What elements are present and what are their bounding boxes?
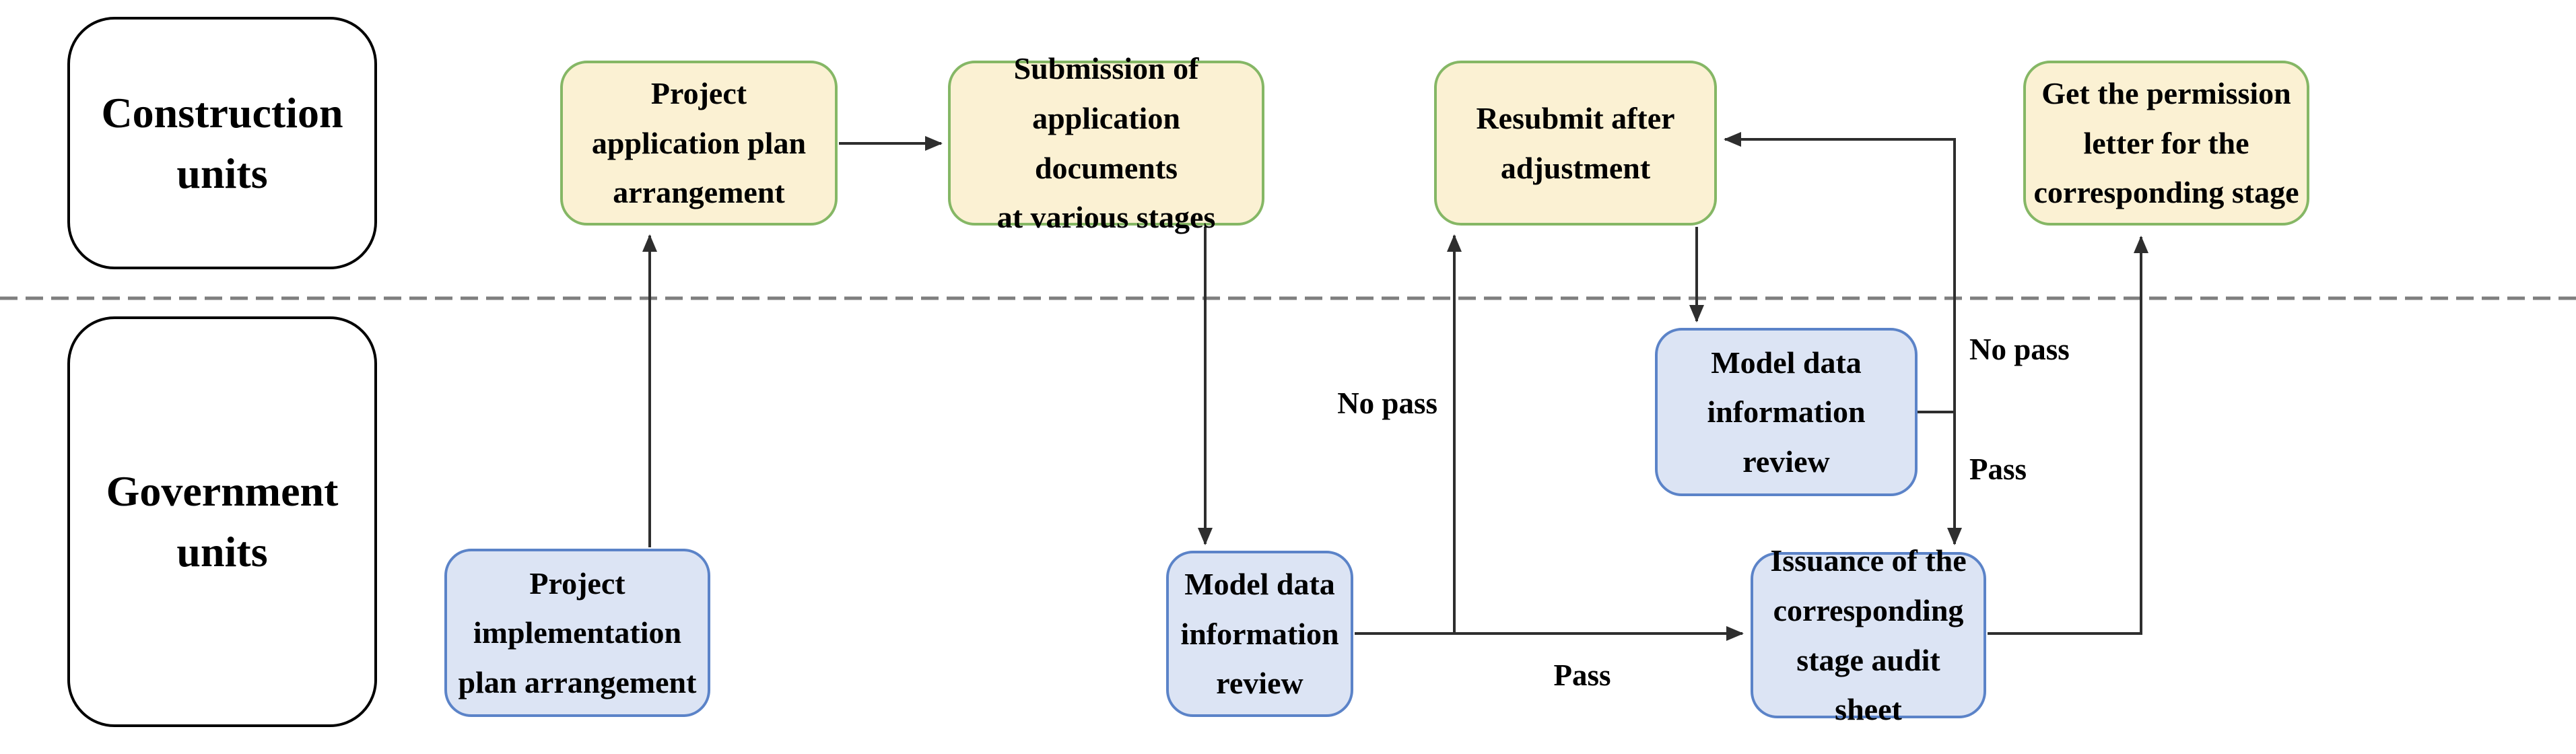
node-project-application-plan: Project application plan arrangement [560, 61, 838, 226]
node-resubmit-after-adjustment: Resubmit after adjustment [1434, 61, 1717, 226]
node-submission-documents: Submission of application documents at v… [948, 51, 1264, 234]
node-model-review-2: Model data information review [1655, 328, 1918, 496]
edge-label-pass-1: Pass [1553, 658, 1611, 692]
node-project-implementation-plan: Project implementation plan arrangement [444, 549, 710, 717]
lane-government-units: Government units [67, 316, 377, 727]
lane-construction-units: Construction units [67, 17, 377, 269]
node-get-permission-letter: Get the permission letter for the corres… [2023, 61, 2309, 226]
node-model-review-1: Model data information review [1166, 551, 1353, 717]
edge-label-pass-2: Pass [1969, 452, 2027, 486]
edge-label-no-pass-1: No pass [1337, 386, 1437, 420]
edge-issuance-to-permission [1988, 236, 2148, 635]
edge-label-no-pass-2: No pass [1969, 333, 2070, 366]
node-issuance-audit-sheet: Issuance of the corresponding stage audi… [1751, 543, 1986, 726]
